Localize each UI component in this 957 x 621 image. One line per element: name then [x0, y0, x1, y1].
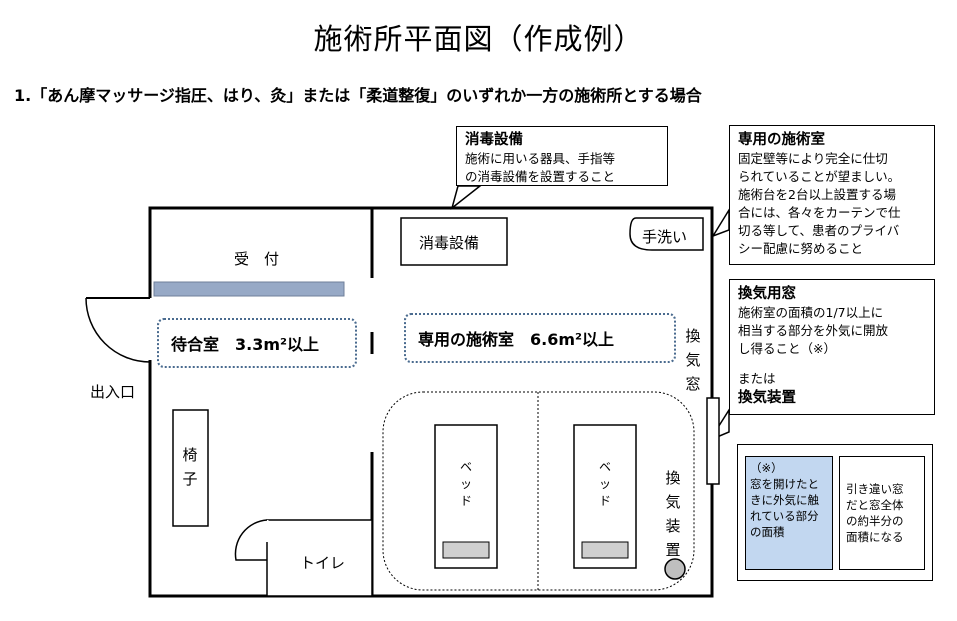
- disinfection-box-label: 消毒設備: [419, 234, 480, 252]
- note-blue-line: の面積: [750, 525, 785, 539]
- toilet-door-swing: [234, 519, 268, 561]
- chair: [172, 409, 209, 527]
- ventilator: [664, 558, 686, 580]
- ventilation-callout-heading-2: 換気装置: [738, 390, 796, 406]
- bed-2-pillow: [581, 541, 629, 559]
- section-heading: 1.「あん摩マッサージ指圧、はり、灸」または「柔道整復」のいずれか一方の施術所と…: [14, 86, 702, 105]
- disinfection-callout-line: の消毒設備を設置すること: [465, 169, 616, 184]
- window-area-note-white: 引き違い窓 だと窓全体 の約半分の 面積になる: [839, 456, 925, 570]
- window-area-note-blue: （※） 窓を開けたと きに外気に触 れている部分 の面積: [745, 456, 833, 570]
- entrance-opening: [146, 298, 154, 360]
- treatment-room-callout-line: 固定壁等により完全に仕切: [738, 151, 888, 166]
- ventilator-label: 換 気 装 置: [665, 469, 681, 559]
- treatment-room-callout-heading: 専用の施術室: [738, 132, 825, 148]
- treatment-room-callout-line: 施術台を2台以上設置する場: [738, 187, 896, 202]
- disinfection-callout-tail: [450, 185, 483, 210]
- toilet-label: トイレ: [300, 554, 346, 572]
- ventilation-callout-line: 相当する部分を外気に開放: [738, 323, 889, 338]
- treatment-room-callout-line: シー配慮に努めること: [738, 241, 864, 256]
- entrance-door-swing: [85, 297, 151, 363]
- disinfection-callout-heading: 消毒設備: [465, 132, 523, 148]
- ventilation-window-label: 換 気 窓: [685, 327, 701, 393]
- ventilation-callout-heading: 換気用窓: [738, 286, 796, 302]
- disinfection-callout: 消毒設備 施術に用いる器具、手指等 の消毒設備を設置すること: [456, 126, 668, 186]
- note-white-line: の約半分の: [846, 514, 904, 528]
- note-white-line: 面積になる: [846, 530, 904, 544]
- note-white-line: だと窓全体: [846, 498, 904, 512]
- reception-label: 受 付: [234, 250, 280, 268]
- bed-2-label: ベ ッ ド: [598, 460, 611, 508]
- entrance-label: 出入口: [90, 383, 136, 401]
- note-blue-line: れている部分: [750, 509, 819, 523]
- bed-1-pillow: [442, 541, 490, 559]
- disinfection-callout-line: 施術に用いる器具、手指等: [465, 151, 616, 166]
- note-blue-line: （※）: [750, 461, 783, 475]
- note-white-line: 引き違い窓: [846, 482, 904, 496]
- ventilation-callout-line: 施術室の面積の1/7以上に: [738, 305, 884, 320]
- ventilation-callout-or: または: [738, 371, 776, 386]
- treatment-room-callout-line: 切る等して、患者のプライバ: [738, 223, 900, 238]
- ventilation-callout-line: し得ること（※）: [738, 341, 836, 356]
- window-area-note: （※） 窓を開けたと きに外気に触 れている部分 の面積 引き違い窓 だと窓全体…: [737, 444, 933, 581]
- toilet-room: [266, 519, 373, 597]
- handwash-basin: [629, 217, 704, 251]
- note-blue-line: きに外気に触: [750, 493, 819, 507]
- waiting-room-tag: 待合室 3.3m²以上: [157, 318, 357, 368]
- handwash-label: 手洗い: [642, 228, 688, 246]
- page-title: 施術所平面図（作成例）: [313, 22, 644, 56]
- treatment-callout-tail: [711, 207, 730, 238]
- bed-1-label: ベ ッ ド: [459, 460, 472, 508]
- treatment-room-tag: 専用の施術室 6.6m²以上: [404, 313, 676, 363]
- treatment-room-callout-line: られていることが望ましい。: [738, 169, 901, 184]
- chair-label: 椅 子: [182, 446, 198, 488]
- treatment-room-callout-line: 合には、各々をカーテンで仕: [738, 205, 901, 220]
- note-blue-line: 窓を開けたと: [750, 477, 819, 491]
- reception-counter: [153, 281, 345, 297]
- disinfection-equipment: [400, 217, 508, 266]
- treatment-room-callout: 専用の施術室 固定壁等により完全に仕切 られていることが望ましい。 施術台を2台…: [729, 125, 935, 265]
- ventilation-callout: 換気用窓 施術室の面積の1/7以上に 相当する部分を外気に開放 し得ること（※）…: [729, 279, 935, 415]
- ventilation-window: [706, 397, 720, 485]
